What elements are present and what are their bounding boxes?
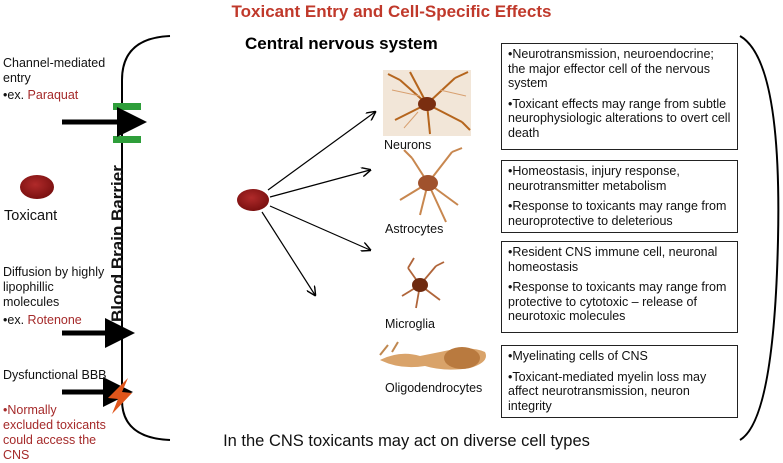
- arrow-to-oligodendrocytes: [261, 211, 315, 295]
- astrocyte-image: [399, 147, 463, 223]
- cns-title: Central nervous system: [245, 34, 438, 53]
- microglia-point-2: •Response to toxicants may range from pr…: [508, 280, 727, 323]
- channel-example-prefix: •ex.: [3, 88, 25, 102]
- microglia-point-1: •Resident CNS immune cell, neuronal home…: [508, 245, 718, 274]
- bottom-caption: In the CNS toxicants may act on diverse …: [223, 432, 590, 450]
- diffusion-example: •ex. Rotenone: [3, 313, 82, 328]
- rotenone-label: Rotenone: [27, 313, 82, 327]
- oligodendrocytes-point-1: •Myelinating cells of CNS: [508, 349, 648, 363]
- channel-bar-top: [113, 103, 141, 110]
- cns-boundary-right: [739, 35, 780, 441]
- arrow-to-neurons: [267, 112, 375, 191]
- astrocytes-description: •Homeostasis, injury response, neurotran…: [501, 160, 738, 233]
- neurons-point-1: •Neurotransmission, neuroendocrine; the …: [508, 47, 714, 90]
- toxicant-icon: [20, 175, 54, 199]
- toxicant-center-icon: [237, 189, 269, 211]
- microglia-image: [401, 257, 445, 309]
- lightning-icon: [108, 378, 132, 414]
- diffusion-example-prefix: •ex.: [3, 313, 25, 327]
- microglia-label: Microglia: [385, 317, 436, 331]
- astrocytes-point-2: •Response to toxicants may range from ne…: [508, 199, 727, 228]
- oligodendrocyte-image: [379, 341, 486, 370]
- arrow-to-astrocytes: [269, 170, 370, 198]
- arrow-to-microglia: [269, 205, 370, 250]
- toxicant-label: Toxicant: [4, 208, 58, 224]
- oligodendrocytes-point-2: •Toxicant-mediated myelin loss may affec…: [508, 369, 707, 413]
- oligodendrocytes-description: •Myelinating cells of CNS •Toxicant-medi…: [501, 345, 738, 418]
- astrocytes-label: Astrocytes: [385, 222, 444, 236]
- astrocytes-point-1: •Homeostasis, injury response, neurotran…: [508, 164, 680, 193]
- oligodendrocytes-label: Oligodendrocytes: [385, 381, 483, 395]
- dysfunctional-bbb-label: Dysfunctional BBB: [3, 368, 107, 382]
- neurons-description: •Neurotransmission, neuroendocrine; the …: [501, 43, 738, 150]
- diffusion-label: Diffusion by highly lipophillic molecule…: [3, 265, 105, 309]
- diagram-title: Toxicant Entry and Cell-Specific Effects: [231, 2, 552, 21]
- channel-example: •ex. Paraquat: [3, 88, 78, 103]
- channel-entry-label: Channel-mediated entry: [3, 56, 106, 85]
- cns-boundary: [121, 35, 171, 441]
- channel-bar-bottom: [113, 136, 141, 143]
- neurons-point-2: •Toxicant effects may range from subtle …: [508, 96, 731, 140]
- microglia-description: •Resident CNS immune cell, neuronal home…: [501, 241, 738, 333]
- bbb-label: Blood Brain Barrier: [108, 165, 127, 322]
- neurons-label: Neurons: [384, 138, 432, 152]
- neuron-image: [383, 70, 471, 136]
- paraquat-label: Paraquat: [27, 88, 79, 102]
